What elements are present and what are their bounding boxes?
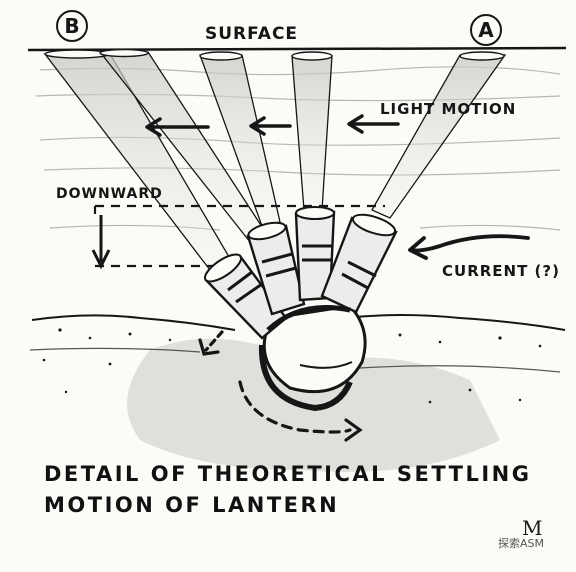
light-beams [43,51,507,271]
point-a-label: A [470,14,502,46]
light-motion-label: LIGHT MOTION [380,100,517,118]
caption-line-1: DETAIL OF THEORETICAL SETTLING [44,462,532,486]
beam-a [371,54,507,219]
point-b-text: B [64,14,80,38]
point-b-label: B [56,10,88,42]
caption-line-2: MOTION OF LANTERN [44,493,340,517]
artist-signature: M [522,516,544,540]
beam-4 [291,55,333,211]
current-label: CURRENT (?) [442,262,560,280]
point-a-text: A [478,18,494,42]
watermark: 探索ASM [498,537,544,550]
beam-tops [44,48,505,61]
surface-label: SURFACE [205,24,299,44]
light-motion-arrows [145,114,400,137]
downward-label: DOWNWARD [56,186,163,202]
lantern [204,206,398,412]
current-arrow [408,234,530,260]
settling-arrows [198,330,363,442]
